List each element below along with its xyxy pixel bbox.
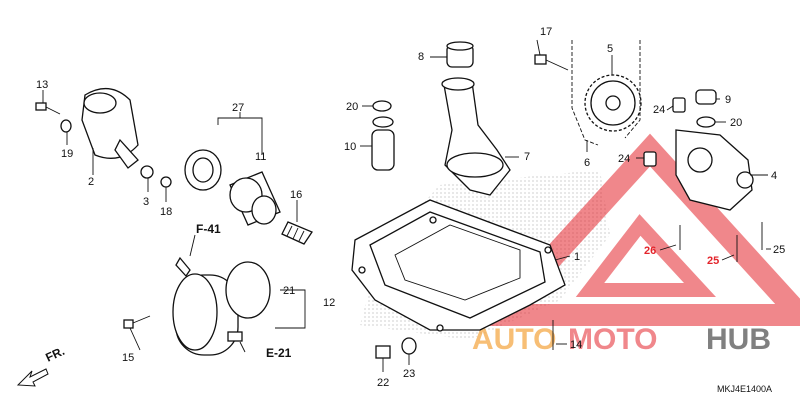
label-part-2: 2 — [88, 176, 94, 188]
strainer-7-icon — [441, 77, 511, 196]
label-part-7: 7 — [524, 151, 530, 163]
nut-3-icon — [140, 165, 154, 179]
label-part-22: 22 — [377, 377, 389, 389]
label-part-25b: 25 — [773, 244, 785, 256]
label-part-1: 1 — [574, 251, 580, 263]
label-part-24b: 24 — [618, 153, 630, 165]
ref-e21: E-21 — [266, 346, 292, 360]
oil-cooler-icon — [172, 256, 243, 356]
filter-ring-11-icon — [184, 149, 222, 191]
label-part-20a: 20 — [346, 101, 358, 113]
label-part-3: 3 — [143, 196, 149, 208]
washer-19-icon — [60, 119, 72, 133]
front-arrow-icon — [16, 368, 49, 387]
label-part-26: 26 — [644, 245, 656, 257]
watermark-word-moto: MOTO — [568, 323, 657, 356]
watermark-word-auto: AUTO — [472, 323, 556, 356]
label-part-18: 18 — [160, 206, 172, 218]
dowel-24-icon — [672, 97, 686, 113]
cover-2-icon — [81, 88, 139, 169]
oil-pump-4-icon — [675, 129, 754, 211]
label-part-12: 12 — [323, 297, 335, 309]
label-part-23: 23 — [403, 368, 415, 380]
label-part-17: 17 — [540, 26, 552, 38]
label-part-21: 21 — [283, 285, 295, 297]
washer-18-icon — [160, 176, 172, 188]
gasket-21-icon — [225, 261, 271, 319]
label-part-13: 13 — [36, 79, 48, 91]
label-part-27: 27 — [232, 102, 244, 114]
oil-filter-11-icon — [229, 171, 281, 226]
ref-f41: F-41 — [196, 222, 221, 236]
washer-23-icon — [401, 337, 417, 355]
label-part-15: 15 — [122, 352, 134, 364]
label-part-25a: 25 — [707, 255, 719, 267]
label-part-9: 9 — [725, 94, 731, 106]
leader-lines — [42, 39, 771, 372]
label-part-8: 8 — [418, 51, 424, 63]
bracket-27 — [217, 117, 263, 155]
oil-pan-1-icon — [351, 199, 566, 332]
label-part-4: 4 — [771, 170, 777, 182]
bracket-12 — [275, 289, 306, 329]
bolt-17-icon — [534, 54, 569, 71]
watermark-logo — [475, 133, 800, 326]
watermark-word-hub: HUB — [706, 323, 771, 356]
label-part-14: 14 — [570, 339, 582, 351]
diagram-code: MKJ4E1400A — [717, 384, 772, 394]
bolt-13-icon — [35, 102, 61, 115]
label-part-19: 19 — [61, 148, 73, 160]
label-part-6: 6 — [584, 157, 590, 169]
chain-6-icon — [571, 40, 641, 146]
spring-16-icon — [281, 221, 313, 245]
cap-8-icon — [446, 41, 474, 68]
dowel-24b-icon — [643, 151, 657, 167]
sprocket-5-icon — [584, 74, 642, 132]
oring-20b-icon — [696, 116, 716, 128]
label-part-16: 16 — [290, 189, 302, 201]
label-part-20b: 20 — [730, 117, 742, 129]
label-part-11: 11 — [255, 151, 266, 163]
pin-9-icon — [695, 89, 717, 105]
label-part-5: 5 — [607, 43, 613, 55]
label-part-10: 10 — [344, 141, 356, 153]
front-arrow-label: FR. — [43, 344, 66, 365]
oring-20-icon — [372, 100, 392, 112]
drain-bolt-22-icon — [375, 345, 391, 359]
relief-valve-10-icon — [371, 116, 395, 171]
bolt-15-icon — [123, 315, 151, 329]
label-part-24a: 24 — [653, 104, 665, 116]
